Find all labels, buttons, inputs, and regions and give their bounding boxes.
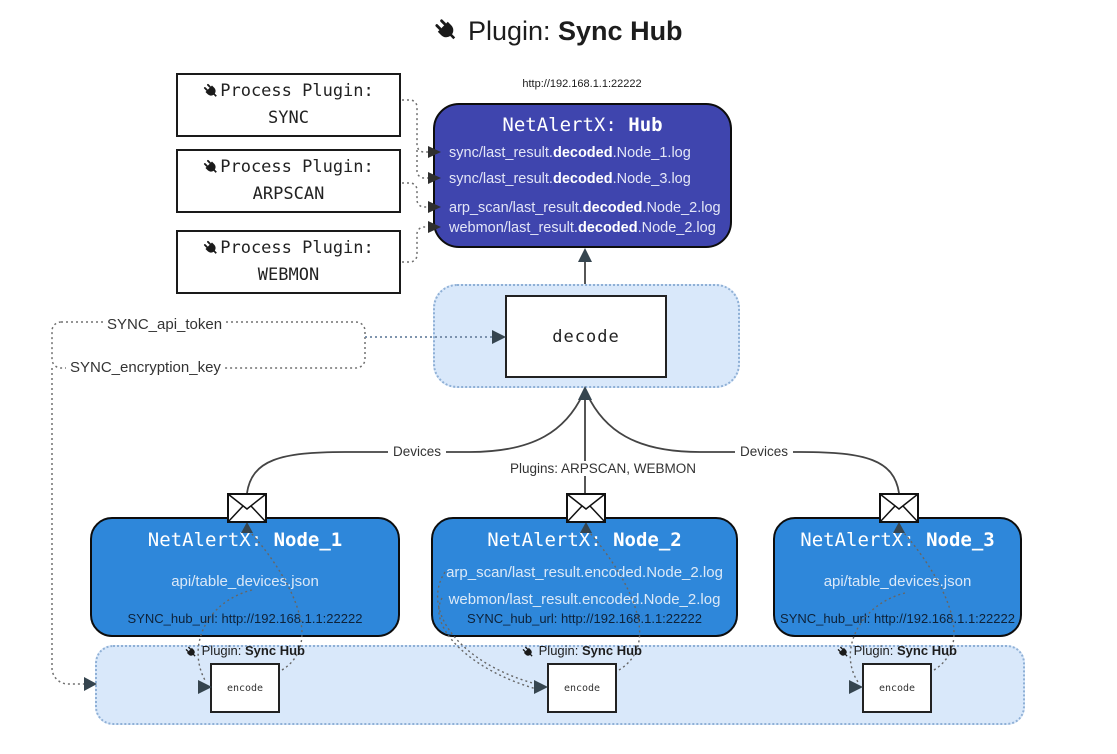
encoder-label-node3: Plugin: Sync Hub — [802, 643, 992, 662]
edge-arpscan-to-hub — [397, 182, 430, 208]
process-plugin-label-row: Process Plugin: — [203, 237, 374, 264]
hub-file-row: sync/last_result.decoded.Node_1.log — [449, 145, 691, 161]
arrowhead-decode-panel-bottom — [578, 386, 592, 400]
setting-sync-api-token: SYNC_api_token — [103, 316, 227, 333]
plug-icon — [434, 18, 460, 51]
encode-box-node1[interactable]: encode — [210, 663, 280, 713]
plug-icon — [185, 646, 198, 662]
encoder-label-node2: Plugin: Sync Hub — [487, 643, 677, 662]
edge-sync-to-hub-2 — [416, 150, 430, 179]
node-hub-url: SYNC_hub_url: http://192.168.1.1:22222 — [780, 611, 1015, 626]
hub-file-row: sync/last_result.decoded.Node_3.log — [449, 171, 691, 187]
process-plugin-name: SYNC — [268, 108, 309, 128]
hub-box[interactable]: NetAlertX: Hub sync/last_result.decoded.… — [433, 103, 732, 248]
page-title: Plugin: Sync Hub — [0, 16, 1117, 51]
plug-icon — [203, 83, 220, 107]
setting-sync-encryption-key: SYNC_encryption_key — [66, 359, 225, 376]
plug-icon — [837, 646, 850, 662]
arrowhead-hub-bottom — [578, 248, 592, 262]
node-title: NetAlertX: Node_3 — [800, 529, 995, 551]
encoder-label-node1: Plugin: Sync Hub — [150, 643, 340, 662]
encode-box-node2[interactable]: encode — [547, 663, 617, 713]
title-name: Sync Hub — [558, 16, 683, 46]
edge-settings-to-encoders — [51, 368, 88, 685]
hub-url: http://192.168.1.1:22222 — [522, 78, 642, 90]
edge-label-devices-right: Devices — [735, 444, 794, 459]
process-plugin-webmon[interactable]: Process Plugin: WEBMON — [176, 230, 401, 294]
process-plugin-label-row: Process Plugin: — [203, 156, 374, 183]
edge-label-plugins: Plugins: ARPSCAN, WEBMON — [505, 461, 702, 476]
process-plugin-sync[interactable]: Process Plugin: SYNC — [176, 73, 401, 137]
process-plugin-label: Process Plugin: — [220, 238, 374, 259]
envelope-icon — [879, 493, 919, 523]
node-hub-url: SYNC_hub_url: http://192.168.1.1:22222 — [467, 611, 702, 626]
node-2-box[interactable]: NetAlertX: Node_2 arp_scan/last_result.e… — [431, 517, 738, 637]
process-plugin-arpscan[interactable]: Process Plugin: ARPSCAN — [176, 149, 401, 213]
process-plugin-label: Process Plugin: — [220, 157, 374, 178]
edge-webmon-to-hub — [397, 226, 430, 263]
process-plugin-name: WEBMON — [257, 265, 320, 285]
hub-title-name: Hub — [628, 114, 663, 136]
node-hub-url: SYNC_hub_url: http://192.168.1.1:22222 — [127, 611, 363, 626]
process-plugin-name: ARPSCAN — [252, 184, 325, 204]
encode-box-node3[interactable]: encode — [862, 663, 932, 713]
plug-icon — [522, 646, 535, 662]
edge-label-devices-left: Devices — [388, 444, 447, 459]
plug-icon — [203, 240, 220, 264]
title-prefix: Plugin: — [467, 16, 551, 46]
node-file: api/table_devices.json — [823, 573, 972, 590]
envelope-icon — [227, 493, 267, 523]
node-1-box[interactable]: NetAlertX: Node_1 api/table_devices.json… — [90, 517, 400, 637]
node-file: arp_scan/last_result.encoded.Node_2.log — [446, 564, 723, 581]
process-plugin-label: Process Plugin: — [220, 81, 374, 102]
process-plugin-label-row: Process Plugin: — [203, 80, 374, 107]
edge-sync-to-hub-1 — [397, 99, 430, 153]
node-file: webmon/last_result.encoded.Node_2.log — [448, 591, 721, 608]
hub-file-row: webmon/last_result.decoded.Node_2.log — [449, 220, 716, 236]
node-title: NetAlertX: Node_2 — [487, 529, 682, 551]
plug-icon — [203, 159, 220, 183]
hub-file-row: arp_scan/last_result.decoded.Node_2.log — [449, 200, 721, 216]
envelope-icon — [566, 493, 606, 523]
node-title: NetAlertX: Node_1 — [147, 529, 343, 551]
node-3-box[interactable]: NetAlertX: Node_3 api/table_devices.json… — [773, 517, 1022, 637]
decode-box[interactable]: decode — [505, 295, 667, 378]
node-file: api/table_devices.json — [171, 573, 319, 590]
hub-title: NetAlertX: Hub — [435, 114, 730, 136]
hub-title-prefix: NetAlertX: — [502, 114, 617, 136]
